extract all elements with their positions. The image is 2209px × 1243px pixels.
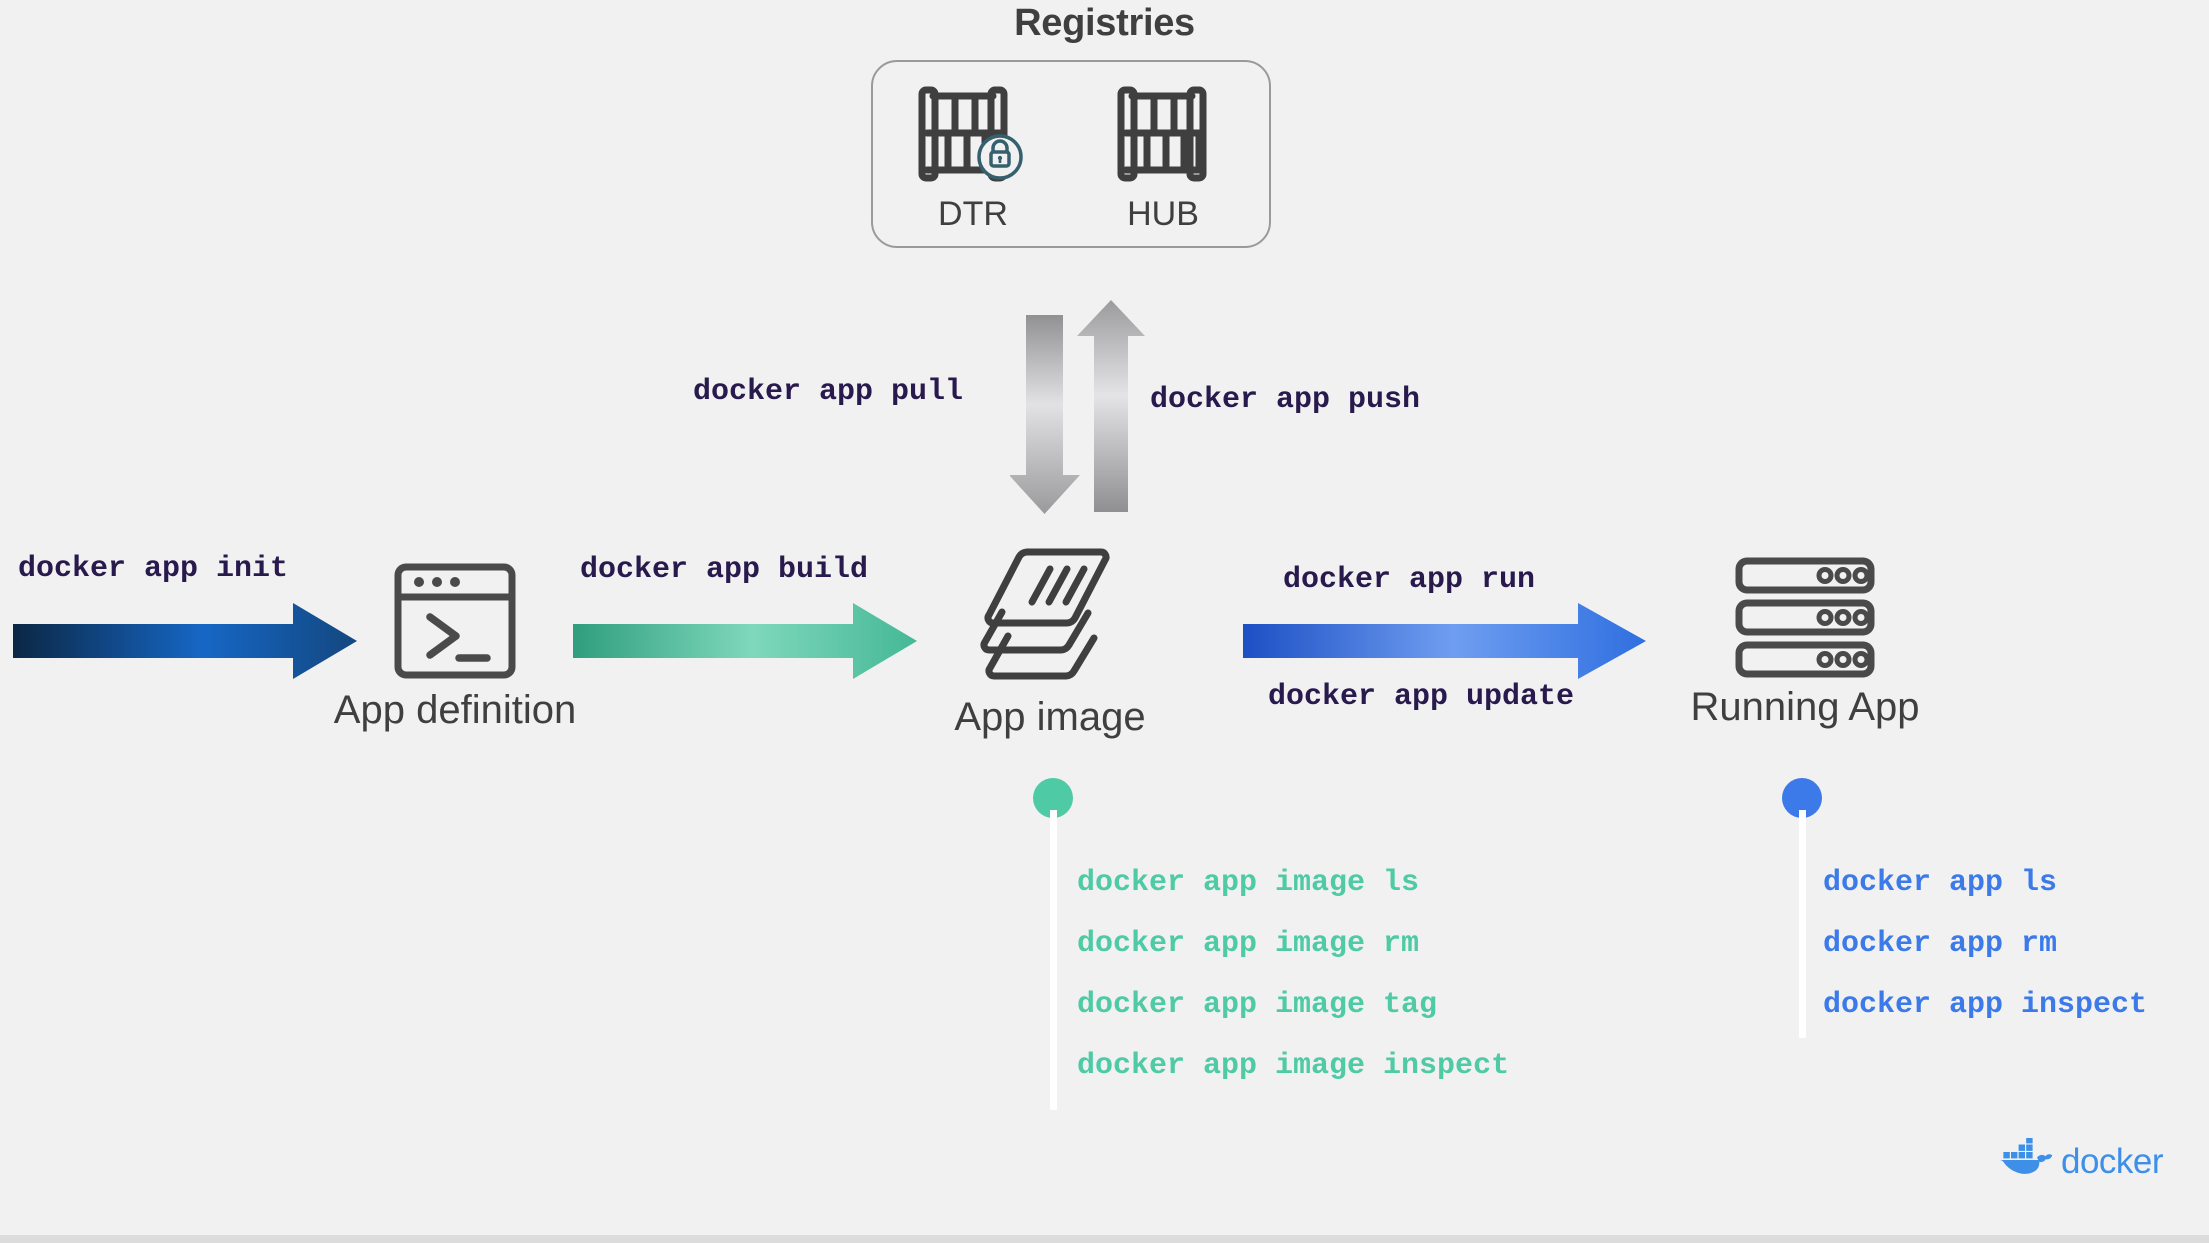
terminal-window-icon <box>383 563 527 687</box>
registry-rack-locked-icon <box>915 86 1031 192</box>
registry-label-dtr: DTR <box>938 195 1008 233</box>
command-image-tag: docker app image tag <box>1077 988 1438 1022</box>
node-running-app: Running App <box>1675 555 1935 730</box>
docker-logo: docker <box>1997 1137 2164 1185</box>
arrow-up-icon <box>1077 300 1145 512</box>
build-arrow <box>570 600 920 687</box>
command-app-rm: docker app rm <box>1823 927 2058 961</box>
docker-whale-icon <box>1997 1137 2055 1185</box>
command-init: docker app init <box>18 552 289 586</box>
connector-line-app <box>1799 810 1806 1038</box>
registry-item-hub: HUB <box>1073 84 1253 234</box>
connector-line-image <box>1050 810 1057 1110</box>
command-pull: docker app pull <box>693 375 964 409</box>
arrow-down-icon <box>1009 315 1080 514</box>
registries-title: Registries <box>1014 2 1195 44</box>
init-arrow <box>10 600 360 687</box>
node-label-app-definition: App definition <box>333 688 577 732</box>
layers-stack-icon <box>970 548 1130 694</box>
command-app-inspect: docker app inspect <box>1823 988 2148 1022</box>
command-run: docker app run <box>1283 563 1536 597</box>
transfer-arrows <box>1009 290 1180 520</box>
registry-label-hub: HUB <box>1127 195 1199 233</box>
app-command-list: docker app ls docker app rm docker app i… <box>1823 853 2147 1036</box>
registries-box: DTR <box>871 60 1271 248</box>
node-label-app-image: App image <box>954 695 1146 739</box>
command-image-inspect: docker app image inspect <box>1077 1049 1510 1083</box>
run-arrow <box>1240 600 1650 687</box>
bottom-strip <box>0 1235 2209 1243</box>
node-label-running-app: Running App <box>1690 685 1920 729</box>
server-rack-icon <box>1730 557 1880 684</box>
command-app-ls: docker app ls <box>1823 866 2058 900</box>
image-command-list: docker app image ls docker app image rm … <box>1077 853 1509 1097</box>
command-image-rm: docker app image rm <box>1077 927 1420 961</box>
node-app-definition: App definition <box>310 555 600 733</box>
docker-wordmark: docker <box>2061 1141 2164 1181</box>
command-update: docker app update <box>1268 680 1575 714</box>
registry-item-dtr: DTR <box>883 84 1063 234</box>
command-image-ls: docker app image ls <box>1077 866 1420 900</box>
node-app-image: App image <box>930 540 1170 740</box>
registry-rack-icon <box>1105 86 1221 192</box>
command-build: docker app build <box>580 553 869 587</box>
command-push: docker app push <box>1150 383 1421 417</box>
